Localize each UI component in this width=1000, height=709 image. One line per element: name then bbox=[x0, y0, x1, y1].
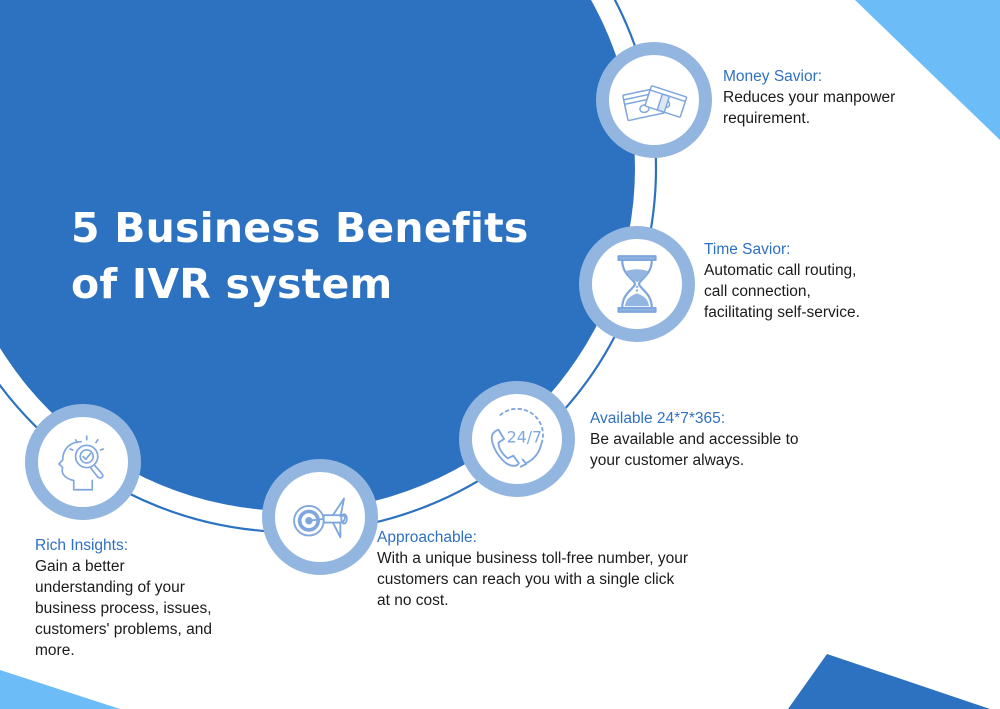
benefit-heading: Approachable: bbox=[377, 529, 477, 546]
benefit-approachable: Approachable: With a unique business tol… bbox=[377, 527, 688, 611]
benefit-desc-line: Be available and accessible to bbox=[590, 431, 799, 448]
benefit-desc-line: customers' problems, and bbox=[35, 621, 212, 638]
corner-triangle-top-right bbox=[855, 0, 1000, 140]
benefit-desc-line: understanding of your bbox=[35, 579, 185, 596]
benefit-desc-line: Automatic call routing, bbox=[704, 262, 857, 279]
main-blue-circle bbox=[0, 0, 635, 511]
corner-triangle-bottom-right bbox=[788, 654, 990, 709]
benefit-heading: Available 24*7*365: bbox=[590, 410, 726, 427]
benefit-rich-insights: Rich Insights: Gain a better understandi… bbox=[35, 535, 212, 661]
benefit-heading: Time Savior: bbox=[704, 241, 791, 258]
benefit-available-247: Available 24*7*365: Be available and acc… bbox=[590, 408, 799, 471]
badge-rich-insights bbox=[25, 404, 141, 520]
benefit-desc-line: Gain a better bbox=[35, 558, 125, 575]
benefit-desc-line: business process, issues, bbox=[35, 600, 212, 617]
hourglass-icon bbox=[617, 255, 657, 313]
benefit-desc-line: Reduces your manpower bbox=[723, 89, 896, 106]
badge-available-247: 24/7 bbox=[459, 381, 575, 497]
head-magnifier-icon bbox=[58, 435, 105, 491]
page-title: 5 Business Benefits of IVR system bbox=[71, 200, 529, 312]
benefit-time-savior: Time Savior: Automatic call routing, cal… bbox=[704, 239, 860, 323]
money-stack-icon bbox=[622, 85, 688, 122]
benefit-heading: Money Savior: bbox=[723, 68, 823, 85]
benefit-desc-line: With a unique business toll-free number,… bbox=[377, 550, 689, 567]
benefit-desc-line: your customer always. bbox=[590, 452, 745, 469]
corner-triangle-bottom-left bbox=[0, 670, 120, 709]
benefit-heading: Rich Insights: bbox=[35, 537, 129, 554]
badge-approachable bbox=[262, 459, 378, 575]
badge-money-savior bbox=[596, 42, 712, 158]
target-arrow-icon bbox=[293, 497, 348, 539]
phone-24-7-icon: 24/7 bbox=[490, 407, 544, 468]
title-line-1: 5 Business Benefits bbox=[71, 204, 529, 252]
benefit-desc-line: facilitating self-service. bbox=[704, 304, 860, 321]
benefit-desc-line: more. bbox=[35, 642, 75, 659]
benefit-desc-line: customers can reach you with a single cl… bbox=[377, 571, 675, 588]
benefit-desc-line: call connection, bbox=[704, 283, 811, 300]
benefit-desc-line: at no cost. bbox=[377, 592, 449, 609]
badge-time-savior bbox=[579, 226, 695, 342]
svg-text:24/7: 24/7 bbox=[507, 428, 542, 447]
benefit-money-savior: Money Savior: Reduces your manpower requ… bbox=[723, 66, 895, 129]
title-line-2: of IVR system bbox=[71, 260, 393, 308]
benefit-desc-line: requirement. bbox=[723, 110, 811, 127]
